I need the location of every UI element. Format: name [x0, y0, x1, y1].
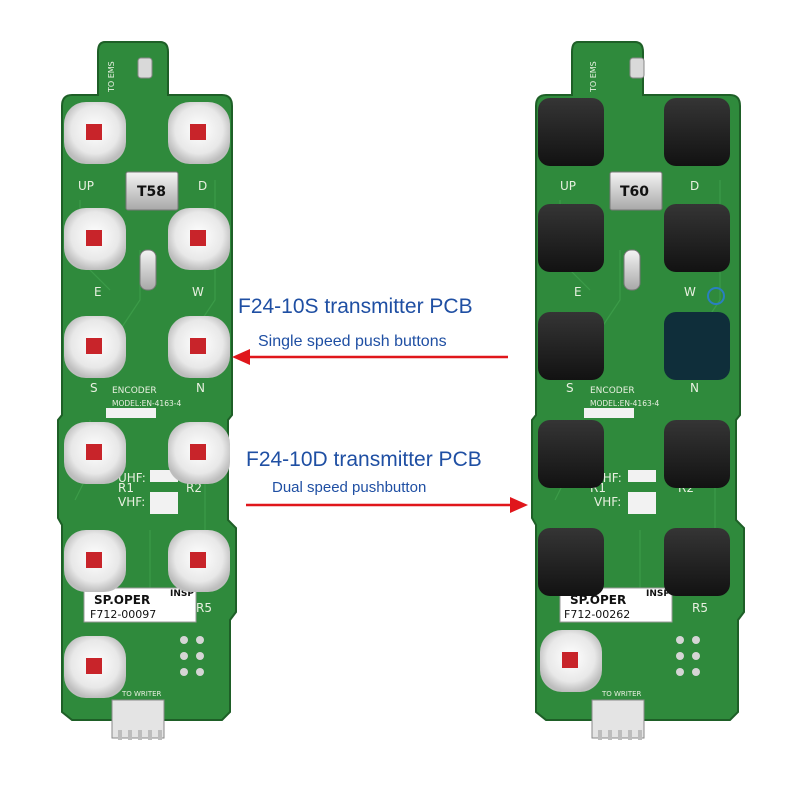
left-button-8 — [168, 422, 230, 484]
left-model-line: MODEL:EN-4163-4 — [112, 399, 181, 408]
right-vhf-label: VHF: — [594, 495, 621, 509]
left-dir-r5: R5 — [196, 601, 212, 615]
left-encoder-label: ENCODER — [112, 386, 157, 396]
right-buttons — [538, 98, 730, 692]
right-button-7 — [538, 420, 604, 488]
right-button-8 — [664, 420, 730, 488]
left-button-10 — [168, 530, 230, 592]
left-uhf-label: UHF: — [118, 471, 146, 485]
left-dir-s: S — [90, 381, 98, 395]
right-rf-module — [609, 171, 663, 211]
left-vhf-label: VHF: — [118, 495, 145, 509]
right-dir-w: W — [684, 285, 696, 299]
left-ems-connector — [137, 57, 153, 79]
right-serial-title: SP.OPER — [570, 593, 626, 607]
right-model-line: MODEL:EN-4163-4 — [590, 399, 659, 408]
left-button-9 — [64, 530, 126, 592]
left-button-4 — [168, 208, 230, 270]
left-dir-r2: R2 — [186, 481, 202, 495]
right-dir-d: D — [690, 179, 699, 193]
left-model-label: T58 — [137, 184, 166, 200]
right-uhf-box — [628, 470, 656, 482]
left-serial-title: SP.OPER — [94, 593, 150, 607]
left-serial-number: F712-00097 — [90, 608, 156, 621]
left-writer-label: TO WRITER — [121, 690, 162, 698]
left-dir-d: D — [198, 179, 207, 193]
right-pcb: TO EMS T60 UP D E W S N R1 R2 R5 ENCODER… — [531, 41, 745, 740]
left-button-2 — [168, 102, 230, 164]
right-dir-r5: R5 — [692, 601, 708, 615]
callout-single: F24-10S transmitter PCB Single speed pus… — [232, 295, 508, 365]
left-dir-w: W — [192, 285, 204, 299]
right-ems-connector — [629, 57, 645, 79]
left-button-5 — [64, 316, 126, 378]
right-mount-hole — [707, 287, 725, 305]
right-button-3 — [538, 204, 604, 272]
left-rf-module — [125, 171, 179, 211]
right-dir-up: UP — [560, 179, 576, 193]
right-button-9 — [538, 528, 604, 596]
left-button-1 — [64, 102, 126, 164]
right-crystal — [623, 249, 641, 291]
dual-arrow-head — [510, 497, 528, 513]
right-serial-number: F712-00262 — [564, 608, 630, 621]
left-dir-e: E — [94, 285, 102, 299]
dual-subtitle: Dual speed pushbutton — [272, 479, 426, 496]
left-insp-label: INSP — [170, 589, 194, 599]
left-button-11 — [64, 636, 126, 698]
left-button-6 — [168, 316, 230, 378]
left-vhf-box — [150, 492, 178, 514]
left-dir-r1: R1 — [118, 481, 134, 495]
left-silk-box — [106, 408, 156, 418]
right-pad-grid — [676, 636, 700, 676]
left-buttons — [64, 102, 230, 698]
single-arrow-head — [232, 349, 250, 365]
right-insp-label: INSP — [646, 589, 670, 599]
right-dir-n: N — [690, 381, 699, 395]
callout-dual: F24-10D transmitter PCB Dual speed pushb… — [246, 448, 528, 513]
right-writer-label: TO WRITER — [601, 690, 642, 698]
left-pcb: TO EMS T58 UP D E W S N R1 R2 R5 ENCODER… — [57, 41, 237, 740]
left-button-7 — [64, 422, 126, 484]
left-pad-grid — [180, 636, 204, 676]
right-button-6 — [664, 312, 730, 380]
right-model-label: T60 — [620, 184, 649, 200]
left-button-3 — [64, 208, 126, 270]
right-button-1 — [538, 98, 604, 166]
right-encoder-label: ENCODER — [590, 386, 635, 396]
right-button-2 — [664, 98, 730, 166]
left-serial-sticker — [83, 587, 197, 623]
left-ems-label: TO EMS — [107, 61, 116, 93]
left-crystal — [139, 249, 157, 291]
left-dir-n: N — [196, 381, 205, 395]
right-dir-s: S — [566, 381, 574, 395]
right-silk-box — [584, 408, 634, 418]
right-button-11 — [540, 630, 602, 692]
right-button-4 — [664, 204, 730, 272]
right-ems-label: TO EMS — [589, 61, 598, 93]
right-vhf-box — [628, 492, 656, 514]
single-title: F24-10S transmitter PCB — [238, 295, 473, 318]
single-subtitle: Single speed push buttons — [258, 333, 447, 350]
dual-title: F24-10D transmitter PCB — [246, 448, 482, 471]
left-dir-up: UP — [78, 179, 94, 193]
right-button-10 — [664, 528, 730, 596]
right-button-5 — [538, 312, 604, 380]
right-dir-e: E — [574, 285, 582, 299]
